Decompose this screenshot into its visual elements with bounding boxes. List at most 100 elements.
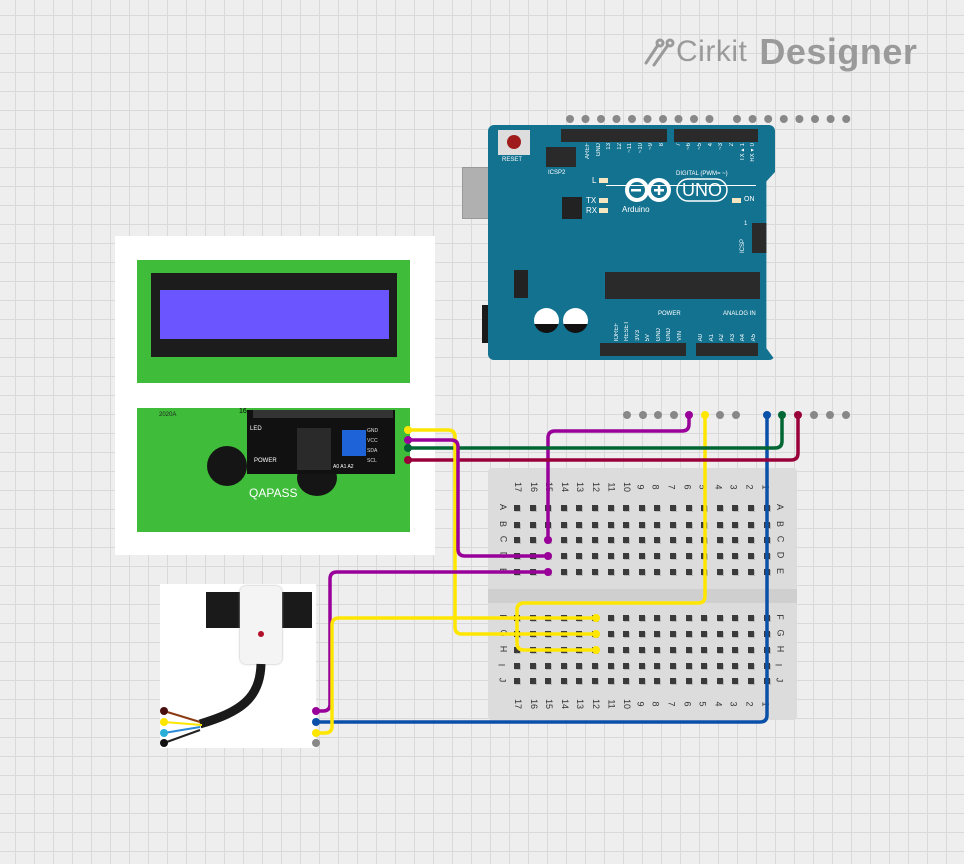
breadboard-hole[interactable] <box>654 537 661 543</box>
wire-a0-to-sensor-end[interactable] <box>312 718 320 726</box>
wire-scl-end[interactable] <box>404 456 412 464</box>
breadboard-hole[interactable] <box>748 537 754 543</box>
power-analog-pin-dot[interactable] <box>670 411 678 419</box>
analog-header[interactable] <box>696 343 758 356</box>
breadboard-hole[interactable] <box>623 537 630 543</box>
breadboard-hole[interactable] <box>638 537 645 543</box>
digital-pin-dot[interactable] <box>764 115 773 123</box>
breadboard-hole[interactable] <box>701 631 708 637</box>
breadboard-hole[interactable] <box>654 647 661 653</box>
breadboard-hole[interactable] <box>732 678 739 684</box>
lcd-16x2-i2c[interactable]: 2020A QAPASS 16 LED POWER A0 A1 A2 GND V… <box>115 236 435 555</box>
breadboard-hole[interactable] <box>638 647 645 653</box>
breadboard-hole[interactable] <box>685 537 692 543</box>
breadboard-hole[interactable] <box>607 569 614 575</box>
breadboard-hole[interactable] <box>623 631 630 637</box>
breadboard-hole[interactable] <box>623 505 630 511</box>
breadboard-hole[interactable] <box>716 631 723 637</box>
breadboard-hole[interactable] <box>623 553 630 559</box>
breadboard-hole[interactable] <box>576 663 583 669</box>
breadboard-hole[interactable] <box>592 569 598 575</box>
breadboard-hole[interactable] <box>560 553 567 559</box>
breadboard-hole[interactable] <box>514 522 520 528</box>
wire-sda[interactable] <box>408 415 784 450</box>
digital-header-right[interactable] <box>674 129 758 142</box>
breadboard-hole[interactable] <box>748 569 754 575</box>
breadboard-hole[interactable] <box>592 505 598 511</box>
power-analog-pin-dot[interactable] <box>716 411 724 419</box>
breadboard-hole[interactable] <box>592 553 598 559</box>
digital-pin-dot[interactable] <box>597 115 605 123</box>
breadboard-hole[interactable] <box>732 631 739 637</box>
wire-sensor-vcc-to-e15-end[interactable] <box>544 568 552 576</box>
breadboard-hole[interactable] <box>514 678 520 684</box>
contrast-potentiometer[interactable] <box>342 430 366 456</box>
digital-pin-dot[interactable] <box>733 115 741 123</box>
breadboard-hole[interactable] <box>670 631 676 637</box>
breadboard-hole[interactable] <box>607 522 614 528</box>
breadboard-hole[interactable] <box>514 663 520 669</box>
breadboard-hole[interactable] <box>701 615 708 621</box>
wire-scl[interactable] <box>408 415 800 462</box>
breadboard-hole[interactable] <box>576 678 583 684</box>
breadboard-hole[interactable] <box>654 569 661 575</box>
breadboard-hole[interactable] <box>592 663 598 669</box>
digital-pin-dot[interactable] <box>566 115 574 123</box>
breadboard-hole[interactable] <box>560 663 567 669</box>
wire-lcd-gnd-to-g12-end[interactable] <box>592 630 600 638</box>
breadboard-hole[interactable] <box>716 647 723 653</box>
breadboard-hole[interactable] <box>732 663 739 669</box>
wire-5v-to-c15-end[interactable] <box>544 536 552 544</box>
breadboard-hole[interactable] <box>545 678 552 684</box>
digital-pin-dot[interactable] <box>705 115 714 123</box>
breadboard-hole[interactable] <box>638 678 645 684</box>
breadboard-hole[interactable] <box>748 615 754 621</box>
breadboard-hole[interactable] <box>638 631 645 637</box>
breadboard-hole[interactable] <box>560 522 567 528</box>
breadboard-hole[interactable] <box>607 553 614 559</box>
digital-pin-dot[interactable] <box>795 115 804 123</box>
breadboard-hole[interactable] <box>607 663 614 669</box>
wire-a0-to-sensor[interactable] <box>316 415 769 724</box>
breadboard-hole[interactable] <box>716 569 723 575</box>
breadboard-hole[interactable] <box>514 537 520 543</box>
power-analog-pin-dot[interactable] <box>639 411 647 419</box>
breadboard-hole[interactable] <box>576 537 583 543</box>
breadboard-hole[interactable] <box>685 678 692 684</box>
breadboard-hole[interactable] <box>748 522 754 528</box>
breadboard-hole[interactable] <box>748 647 754 653</box>
breadboard-hole[interactable] <box>670 615 676 621</box>
breadboard-hole[interactable] <box>576 553 583 559</box>
digital-pin-dot[interactable] <box>674 115 683 123</box>
breadboard-hole[interactable] <box>638 522 645 528</box>
breadboard-hole[interactable] <box>654 553 661 559</box>
power-analog-pin-dot[interactable] <box>732 411 740 419</box>
breadboard-hole[interactable] <box>560 569 567 575</box>
breadboard-hole[interactable] <box>716 505 723 511</box>
breadboard-hole[interactable] <box>748 678 754 684</box>
breadboard-hole[interactable] <box>623 615 630 621</box>
power-analog-pin-dot[interactable] <box>623 411 631 419</box>
breadboard-hole[interactable] <box>701 647 708 653</box>
breadboard-hole[interactable] <box>560 537 567 543</box>
power-analog-pin-dot[interactable] <box>842 411 850 419</box>
digital-pin-dot[interactable] <box>581 115 590 123</box>
breadboard-hole[interactable] <box>592 678 598 684</box>
breadboard-hole[interactable] <box>592 537 598 543</box>
breadboard-hole[interactable] <box>607 505 614 511</box>
wire-gnd-to-h12-end[interactable] <box>701 411 709 419</box>
breadboard-hole[interactable] <box>592 522 598 528</box>
breadboard-hole[interactable] <box>607 537 614 543</box>
breadboard-hole[interactable] <box>670 678 676 684</box>
breadboard-hole[interactable] <box>685 522 692 528</box>
breadboard-hole[interactable] <box>529 663 536 669</box>
breadboard-hole[interactable] <box>732 505 739 511</box>
breadboard-hole[interactable] <box>529 505 536 511</box>
wire-lcd-gnd-to-g12-end[interactable] <box>404 426 412 434</box>
breadboard-hole[interactable] <box>560 678 567 684</box>
breadboard-hole[interactable] <box>732 522 739 528</box>
breadboard-hole[interactable] <box>638 615 645 621</box>
breadboard-hole[interactable] <box>748 663 754 669</box>
power-analog-pin-dot[interactable] <box>826 411 834 419</box>
breadboard-hole[interactable] <box>685 505 692 511</box>
